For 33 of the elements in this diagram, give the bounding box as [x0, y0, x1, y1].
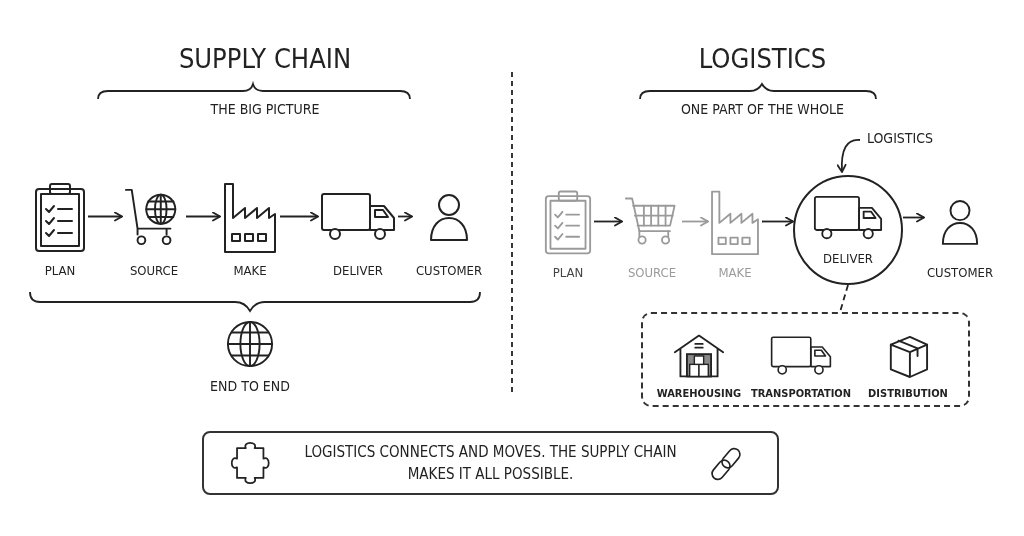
message-banner: [202, 431, 779, 495]
arrow: [681, 216, 709, 227]
step-label: MAKE: [233, 263, 267, 278]
arrow: [397, 211, 413, 222]
step-label: TRANSPORTATION: [750, 386, 852, 401]
curved-arrow: [836, 139, 861, 173]
arrow: [87, 211, 123, 222]
section-heading: SUPPLY CHAIN: [177, 45, 353, 73]
step-label: DISTRIBUTION: [868, 386, 948, 401]
summary-text: LOGISTICS CONNECTS AND MOVES. THE SUPPLY CHAIN MAKES IT ALL POSSIBLE.: [303, 442, 678, 485]
dashed-connector: [839, 284, 849, 313]
section-subheading: THE BIG PICTURE: [209, 100, 321, 118]
section-heading: LOGISTICS: [697, 45, 828, 73]
step-label: PLAN: [552, 265, 584, 280]
step-label: SOURCE: [627, 265, 677, 280]
callout-text: LOGISTICS: [866, 131, 934, 146]
step-label: CUSTOMER: [415, 263, 483, 278]
arrow: [593, 216, 623, 227]
section-subheading: ONE PART OF THE WHOLE: [679, 100, 846, 118]
arrow: [902, 212, 925, 223]
step-label: WAREHOUSING: [656, 386, 742, 401]
arrow: [185, 211, 221, 222]
dashed-group-box: [641, 312, 970, 407]
arrow: [761, 216, 794, 227]
highlight-circle: [793, 175, 903, 285]
arrow: [279, 211, 319, 222]
step-label: PLAN: [44, 263, 76, 278]
step-label: DELIVER: [823, 250, 873, 266]
globe-caption: END TO END: [209, 378, 291, 394]
step-label: CUSTOMER: [926, 265, 994, 280]
step-label: SOURCE: [129, 263, 179, 278]
step-label: DELIVER: [333, 263, 383, 278]
step-label: MAKE: [718, 265, 752, 280]
